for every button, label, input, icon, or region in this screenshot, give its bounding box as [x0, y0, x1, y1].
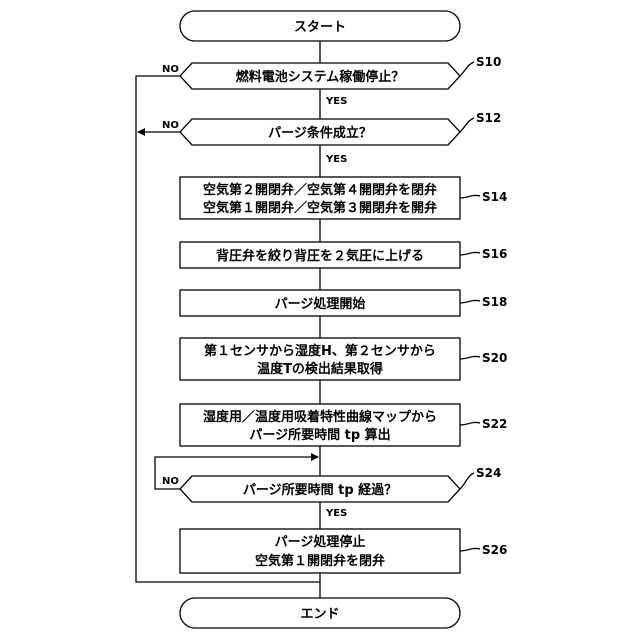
s22-line2: パージ所要時間 tp 算出 — [249, 427, 390, 443]
leader-s26 — [460, 548, 480, 551]
leader-s18 — [460, 300, 480, 303]
s14-line1: 空気第２開閉弁／空気第４開閉弁を閉弁 — [203, 182, 437, 198]
s24-yes-label: YES — [325, 508, 347, 519]
s26-line1: パージ処理停止 — [275, 534, 366, 550]
step-id-s20: S20 — [482, 351, 507, 365]
s10-no-label: NO — [162, 64, 179, 75]
s16-label: 背圧弁を絞り背圧を２気圧に上げる — [216, 248, 424, 264]
step-id-s10: S10 — [476, 55, 501, 69]
leader-s10 — [460, 62, 474, 76]
s12-question: パージ条件成立？ — [268, 125, 372, 141]
step-id-s12: S12 — [476, 111, 501, 125]
step-id-s22: S22 — [482, 417, 507, 431]
end-label: エンド — [300, 607, 339, 622]
s10-question: 燃料電池システム稼働停止？ — [236, 69, 405, 85]
step-id-s18: S18 — [482, 295, 507, 309]
leader-s20 — [460, 356, 480, 359]
s14-line2: 空気第１開閉弁／空気第３開閉弁を開弁 — [203, 200, 437, 216]
s20-line1: 第１センサから湿度H、第２センサから — [204, 343, 436, 359]
s20-line2: 温度Tの検出結果取得 — [257, 361, 383, 377]
s10-yes-label: YES — [325, 96, 347, 107]
step-id-s16: S16 — [482, 247, 507, 261]
s18-label: パージ処理開始 — [275, 296, 366, 312]
leader-s24 — [460, 473, 474, 489]
s12-yes-label: YES — [325, 154, 347, 165]
s24-no-label: NO — [162, 476, 179, 487]
s24-question: パージ所要時間 tp 経過？ — [243, 482, 397, 498]
start-label: スタート — [294, 20, 346, 35]
leader-s12 — [460, 118, 474, 132]
step-id-s26: S26 — [482, 543, 507, 557]
step-id-s14: S14 — [482, 190, 507, 204]
leader-s14 — [460, 195, 480, 198]
s26-line2: 空気第１開閉弁を閉弁 — [255, 553, 385, 569]
s12-no-label: NO — [162, 120, 179, 131]
connector-s10-no — [136, 76, 320, 582]
step-id-s24: S24 — [476, 466, 501, 480]
leader-s22 — [460, 422, 480, 425]
s22-line1: 湿度用／温度用吸着特性曲線マップから — [203, 409, 437, 425]
leader-s16 — [460, 252, 480, 255]
